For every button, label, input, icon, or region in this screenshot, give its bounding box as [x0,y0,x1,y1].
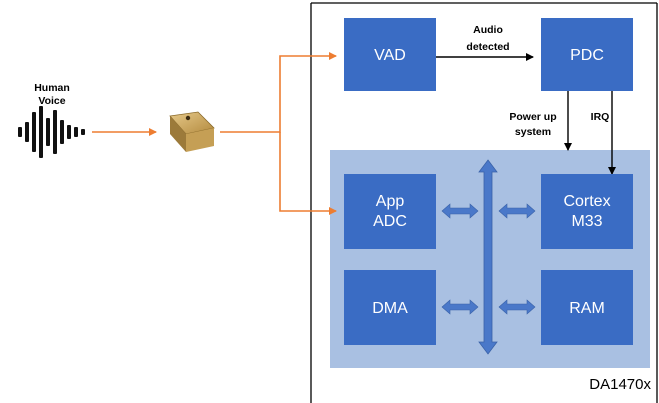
pdc-label: PDC [570,47,604,64]
connector-cortex [498,203,536,219]
ram-label: RAM [569,300,605,317]
power-up-label-line2: system [515,126,551,138]
dma-label: DMA [372,300,408,317]
connector-app-adc [441,203,479,219]
cortex-m33-block [541,174,633,249]
human-voice-label-line1: Human [34,82,70,94]
system-bus [478,159,498,355]
cortex-label-line1: Cortex [563,193,610,210]
chip-name-label: DA1470x [589,376,651,393]
audio-detected-label-line2: detected [466,41,509,53]
bus-connectors [441,203,536,315]
vad-block [344,18,436,91]
human-voice-label-line2: Voice [38,95,65,107]
app-adc-label-line2: ADC [373,213,407,230]
power-up-label-line1: Power up [509,111,556,123]
irq-label: IRQ [591,111,610,123]
connector-dma [441,299,479,315]
vad-label: VAD [374,47,406,64]
sound-wave-icon [18,106,85,158]
dma-block [344,270,436,345]
connector-ram [498,299,536,315]
chip-boundary [310,2,658,403]
app-adc-block [344,174,436,249]
app-adc-label-line1: App [376,193,405,210]
cortex-label-line2: M33 [571,213,602,230]
audio-detected-label-line1: Audio [473,24,503,36]
ram-block [541,270,633,345]
mems-microphone-icon [169,111,215,152]
mic-signal-lines [220,52,337,215]
pdc-block [541,18,633,91]
